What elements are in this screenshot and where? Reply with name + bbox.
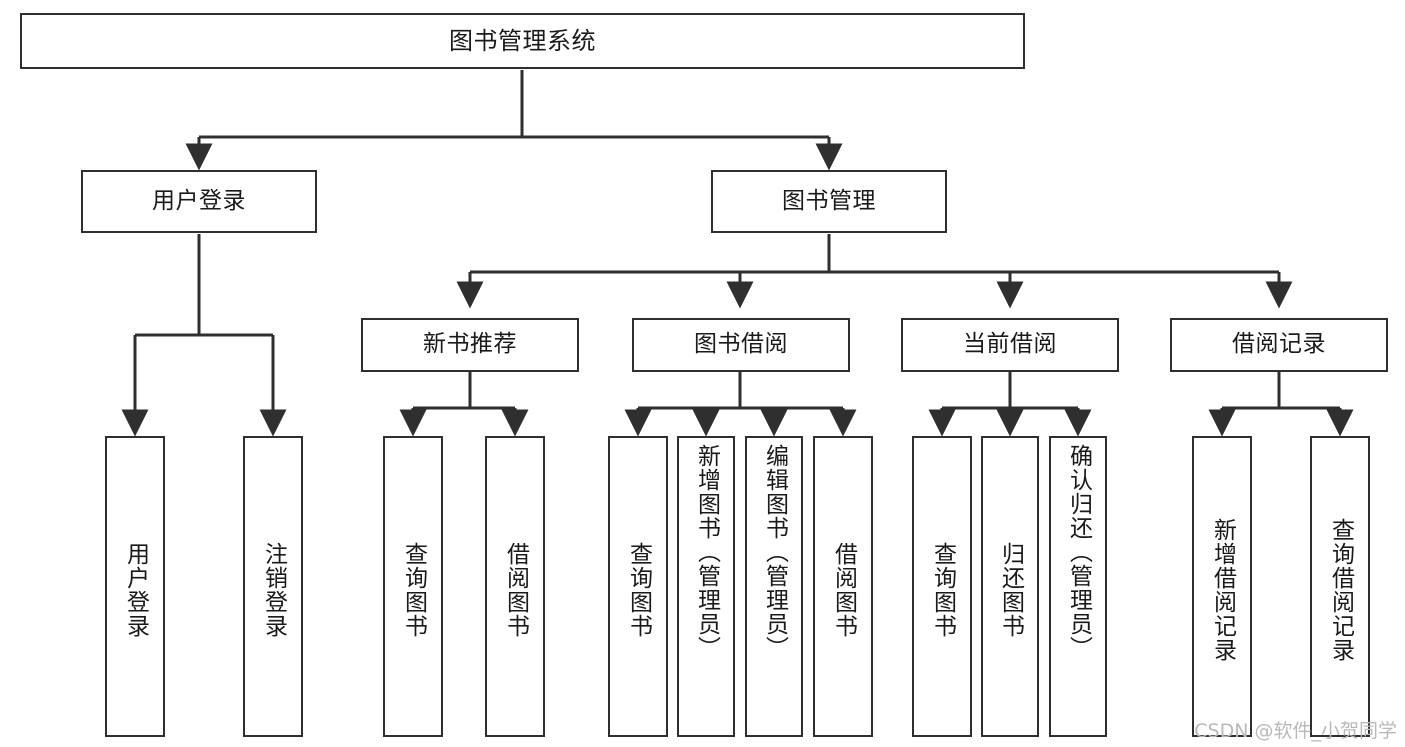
node-label: 图书管理系统 [449,26,596,55]
node-user-login[interactable]: 用户登录 [81,170,317,233]
node-label: 查询图书 [400,541,427,638]
node-label: 注销登录 [260,541,287,638]
node-label: 查询借阅记录 [1327,517,1354,662]
node-label: 图书借阅 [694,331,788,358]
node-label: 用户登录 [122,541,149,638]
node-label: 借阅记录 [1232,331,1326,358]
leaf-add-book-admin[interactable]: 新增图书（管理员） [677,436,735,737]
watermark-csdn: CSDN @软件_小贺同学 [1194,720,1397,742]
leaf-query-book-recommend[interactable]: 查询图书 [383,436,443,737]
node-label: 当前借阅 [963,331,1057,358]
node-label: 归还图书 [997,541,1024,638]
node-label: 确认归还（管理员） [1065,444,1092,660]
leaf-confirm-return-admin[interactable]: 确认归还（管理员） [1049,436,1107,737]
leaf-return-book[interactable]: 归还图书 [981,436,1039,737]
node-label: 用户登录 [152,187,246,214]
node-label: 借阅图书 [830,541,857,638]
leaf-query-book-current[interactable]: 查询图书 [912,436,972,737]
node-label: 新增借阅记录 [1209,517,1236,662]
leaf-logout-login[interactable]: 注销登录 [243,436,303,737]
node-label: 新书推荐 [423,331,517,358]
leaf-add-borrow-record[interactable]: 新增借阅记录 [1192,436,1252,737]
node-borrow-record[interactable]: 借阅记录 [1170,318,1388,372]
node-book-borrow[interactable]: 图书借阅 [632,318,850,372]
node-label: 编辑图书（管理员） [761,444,788,660]
leaf-user-login[interactable]: 用户登录 [105,436,165,737]
leaf-query-book-borrow[interactable]: 查询图书 [608,436,668,737]
node-label: 图书管理 [782,187,876,214]
node-new-book-recommend[interactable]: 新书推荐 [361,318,579,372]
node-label: 查询图书 [929,541,956,638]
node-book-management[interactable]: 图书管理 [711,170,947,233]
leaf-borrow-book[interactable]: 借阅图书 [813,436,873,737]
node-label: 借阅图书 [502,541,529,638]
leaf-edit-book-admin[interactable]: 编辑图书（管理员） [745,436,803,737]
leaf-borrow-book-recommend[interactable]: 借阅图书 [485,436,545,737]
node-current-borrow[interactable]: 当前借阅 [901,318,1119,372]
node-label: 新增图书（管理员） [693,444,720,660]
leaf-query-borrow-record[interactable]: 查询借阅记录 [1310,436,1370,737]
node-root-book-management-system[interactable]: 图书管理系统 [20,13,1025,69]
node-label: 查询图书 [625,541,652,638]
